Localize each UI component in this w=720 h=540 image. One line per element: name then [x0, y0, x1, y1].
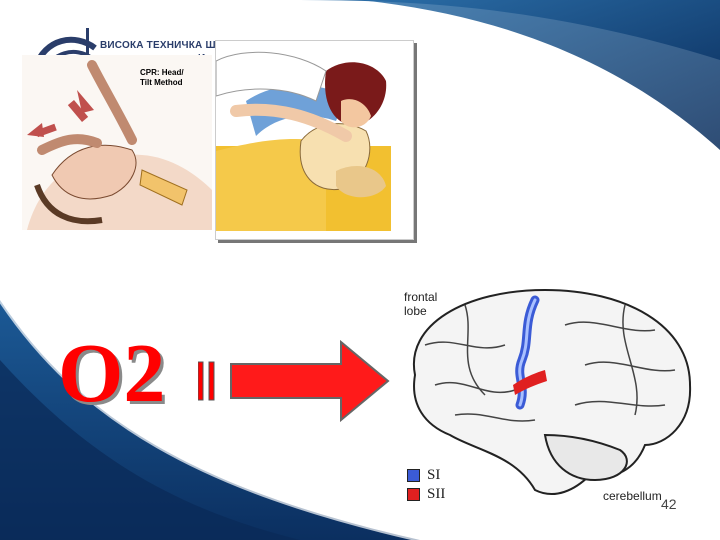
cpr-head-tilt-illustration	[22, 55, 212, 230]
legend-swatch-sii	[407, 488, 420, 501]
frontal-lobe-label: frontal lobe	[404, 290, 438, 318]
brain-diagram	[395, 285, 700, 520]
legend-label-sii: SII	[427, 486, 446, 502]
legend-row-sii: SII	[407, 485, 445, 504]
flow-arrow-icon	[198, 340, 390, 422]
oxygen-label: O2	[58, 327, 166, 420]
legend-label-si: SI	[427, 467, 441, 483]
legend-row-si: SI	[407, 466, 445, 485]
cerebellum-label: cerebellum	[603, 489, 662, 503]
cpr-rescue-breathing-illustration	[215, 40, 414, 240]
cpr-caption: CPR: Head/ Tilt Method	[140, 68, 184, 87]
legend-swatch-si	[407, 469, 420, 482]
page-number: 42	[661, 496, 677, 512]
logo-text-line1: ВИСОКА ТЕХНИЧКА Ш	[100, 40, 216, 51]
brain-legend: SI SII	[407, 466, 445, 504]
